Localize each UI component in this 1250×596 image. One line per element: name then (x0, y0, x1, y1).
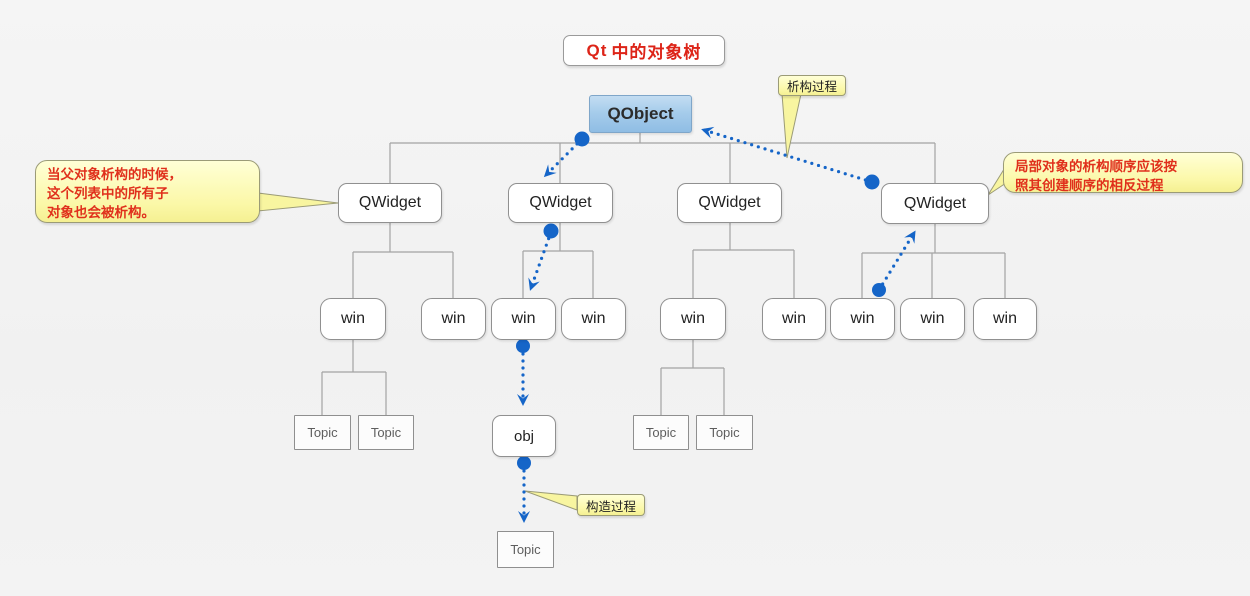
node-obj: obj (492, 415, 556, 457)
construction-arrow-widget2-to-win (528, 230, 553, 291)
callout-destruction-process: 析构过程 (778, 75, 846, 96)
node-win-4: win (561, 298, 626, 340)
node-qwidget-2: QWidget (508, 183, 613, 223)
node-win-7: win (830, 298, 895, 340)
construction-callout-tail (524, 490, 578, 511)
node-win-9: win (973, 298, 1037, 340)
callout-right-line-1: 局部对象的析构顺序应该按 (1015, 159, 1177, 174)
process-dot (516, 339, 530, 353)
process-dot (872, 283, 886, 297)
title-prefix: Qt (586, 40, 608, 60)
node-qwidget-3: QWidget (677, 183, 782, 223)
process-dot (543, 223, 559, 239)
process-dot (864, 174, 880, 190)
node-qobject: QObject (589, 95, 692, 133)
process-dot (517, 456, 531, 470)
callout-right-line-2: 照其创建顺序的相反过程 (1015, 177, 1164, 193)
callout-left-line-1: 当父对象析构的时候， (47, 167, 182, 182)
left-callout-tail (257, 192, 339, 212)
node-win-3: win (491, 298, 556, 340)
destruction-callout-tail (781, 93, 802, 159)
process-dot (574, 131, 590, 147)
callout-construction-process: 构造过程 (577, 494, 645, 516)
destruction-arrow-widget4-to-root (701, 126, 874, 184)
node-win-6: win (762, 298, 826, 340)
node-qwidget-1: QWidget (338, 183, 442, 223)
tree-connector-lines (321, 133, 1006, 415)
node-win-5: win (660, 298, 726, 340)
node-topic-4: Topic (696, 415, 753, 450)
callout-local-destruction-order-note: 局部对象的析构顺序应该按 照其创建顺序的相反过程 (1003, 152, 1243, 193)
node-qwidget-4: QWidget (881, 183, 989, 224)
node-topic-1: Topic (294, 415, 351, 450)
callout-left-line-2: 这个列表中的所有子 (47, 185, 169, 201)
node-topic-3: Topic (633, 415, 689, 450)
callout-parent-destruction-note: 当父对象析构的时候， 这个列表中的所有子 对象也会被析构。 (35, 160, 260, 223)
node-topic-2: Topic (358, 415, 414, 450)
node-topic-5: Topic (497, 531, 554, 568)
destruction-arrow-win-to-widget4 (877, 230, 916, 292)
node-win-2: win (421, 298, 486, 340)
callout-left-line-3: 对象也会被析构。 (47, 204, 155, 220)
title-text: 中的对象树 (611, 43, 702, 62)
construction-arrow-root-to-widget2 (543, 137, 584, 178)
node-win-1: win (320, 298, 386, 340)
diagram-title: Qt 中的对象树 (563, 35, 725, 66)
node-win-8: win (900, 298, 965, 340)
